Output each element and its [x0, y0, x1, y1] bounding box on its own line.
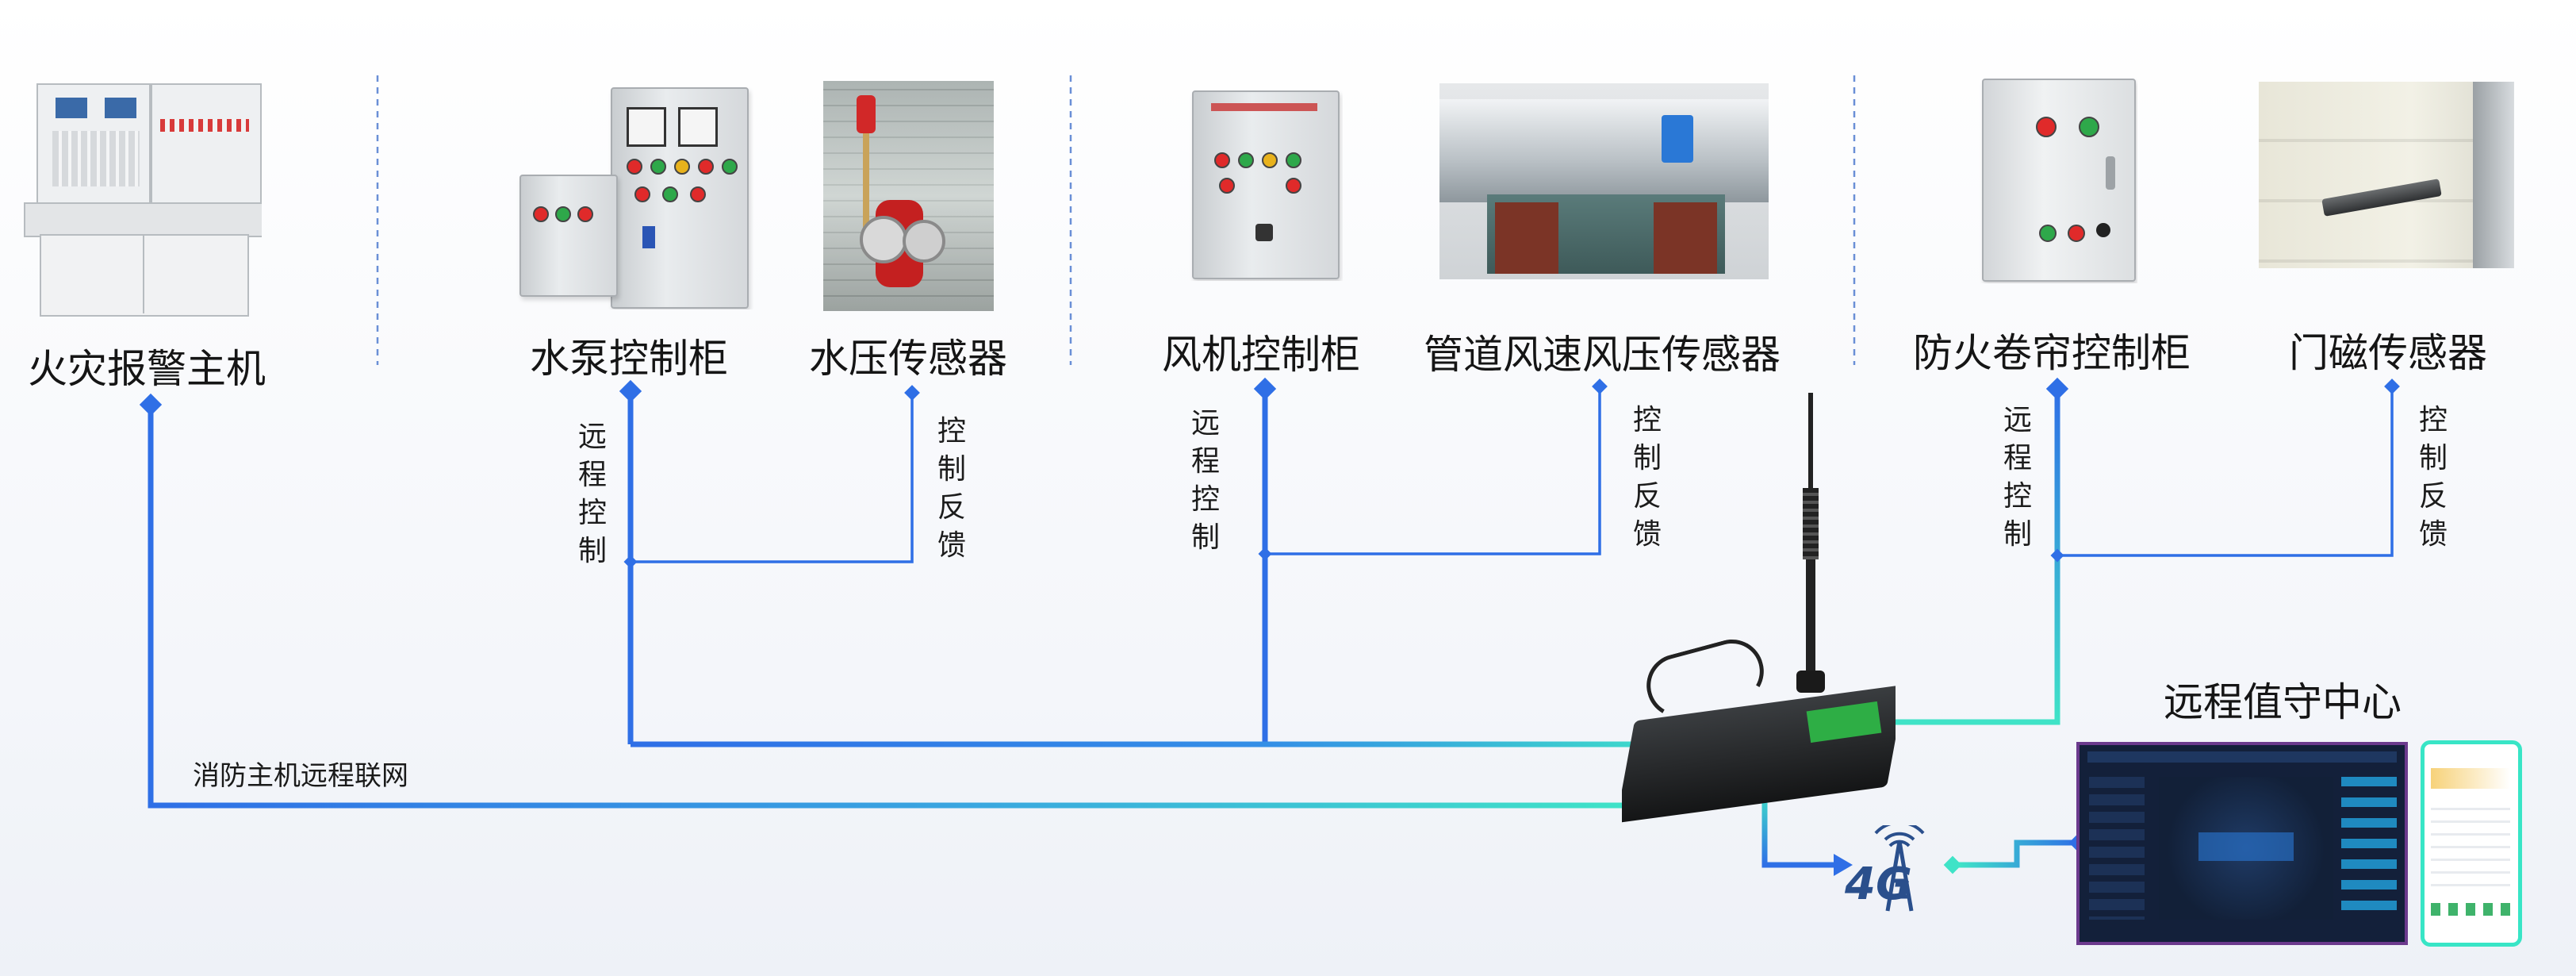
marker-duct	[1592, 378, 1608, 394]
edge-door-control-feedback: 控制反馈	[2418, 404, 2448, 551]
edge-fire-network: 消防主机远程联网	[193, 760, 408, 792]
node-door-sensor: 门磁传感器	[2289, 330, 2487, 376]
node-shutter-cabinet: 防火卷帘控制柜	[1913, 330, 2191, 376]
edge-pressure-control-feedback: 控制反馈	[937, 415, 966, 562]
node-duct-sensor: 管道风速风压传感器	[1424, 332, 1781, 378]
monitoring-dashboard-screen	[2076, 742, 2408, 945]
wire-4g-center	[1953, 840, 2078, 868]
node-fan-cabinet: 风机控制柜	[1162, 332, 1360, 378]
marker-shutter	[2045, 377, 2069, 401]
pressure-sensor-image	[823, 81, 994, 311]
wire-shutter-cabinet	[1888, 389, 2060, 725]
cellular-4g-badge: 4G	[1845, 859, 1912, 910]
node-fire-alarm-host: 火灾报警主机	[28, 346, 266, 392]
node-remote-center: 远程值守中心	[2164, 679, 2402, 725]
wire-pressure-feedback	[631, 393, 914, 563]
node-pump-cabinet: 水泵控制柜	[530, 336, 728, 382]
marker-4g-out	[1943, 855, 1962, 874]
mobile-app-screen	[2421, 740, 2522, 947]
edge-shutter-remote-control: 远程控制	[2003, 404, 2032, 551]
fire-alarm-host-image	[24, 83, 262, 321]
wire-gateway-4g	[1761, 790, 1836, 868]
door-sensor-image	[2259, 82, 2514, 268]
marker-junction-shutter	[2050, 548, 2064, 563]
node-pressure-sensor: 水压传感器	[809, 336, 1007, 382]
shutter-cabinet-image	[1979, 77, 2137, 283]
pump-cabinet-image	[516, 83, 753, 309]
wire-door-feedback	[2057, 386, 2394, 557]
marker-door	[2384, 378, 2400, 394]
marker-junction-fan	[1258, 547, 1272, 561]
marker-fan	[1253, 377, 1277, 401]
edge-fan-remote-control: 远程控制	[1190, 407, 1220, 554]
marker-pressure	[904, 385, 920, 401]
gateway-4g-device-image	[1622, 393, 1896, 845]
group-separators	[376, 75, 1856, 365]
wire-fire-network	[148, 405, 1634, 809]
edge-pump-remote-control: 远程控制	[577, 421, 607, 567]
edge-duct-control-feedback: 控制反馈	[1632, 404, 1662, 551]
wire-duct-feedback	[1265, 386, 1601, 555]
arrow-to-4g	[1834, 854, 1853, 876]
cellular-tower-icon	[1844, 825, 1955, 913]
marker-pump	[619, 379, 642, 403]
fan-cabinet-image	[1187, 89, 1343, 281]
marker-junction-pump	[623, 555, 638, 569]
duct-sensor-image	[1439, 83, 1769, 279]
connection-markers	[139, 377, 2400, 874]
marker-fire-alarm	[139, 393, 163, 417]
